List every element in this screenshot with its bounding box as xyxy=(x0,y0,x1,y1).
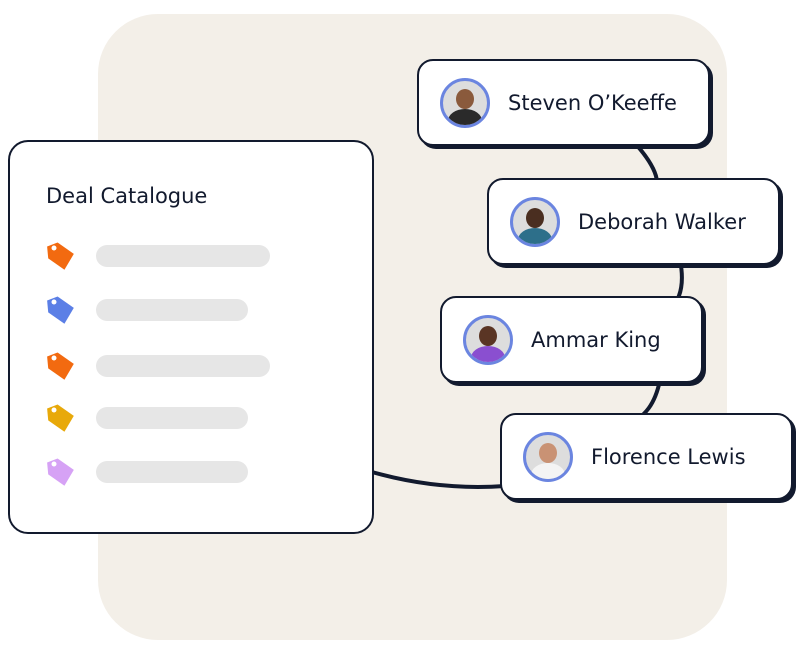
price-tag-icon xyxy=(47,458,74,486)
placeholder-bar xyxy=(96,245,270,267)
person-card-florence[interactable]: Florence Lewis xyxy=(500,413,793,500)
placeholder-bar xyxy=(96,461,248,483)
person-name: Ammar King xyxy=(531,327,661,352)
price-tag-icon xyxy=(47,296,74,324)
avatar xyxy=(523,431,573,482)
deal-catalogue-card: Deal Catalogue xyxy=(8,140,374,534)
person-name: Steven O’Keeffe xyxy=(508,90,677,115)
person-card-deborah[interactable]: Deborah Walker xyxy=(487,178,780,265)
person-name: Florence Lewis xyxy=(591,444,746,469)
price-tag-icon xyxy=(47,404,74,432)
price-tag-icon xyxy=(47,352,74,380)
placeholder-bar xyxy=(96,355,270,377)
avatar xyxy=(510,196,560,247)
price-tag-icon xyxy=(47,242,74,270)
avatar xyxy=(440,77,490,128)
person-card-ammar[interactable]: Ammar King xyxy=(440,296,703,383)
person-card-steven[interactable]: Steven O’Keeffe xyxy=(417,59,710,146)
avatar xyxy=(463,314,513,365)
placeholder-bar xyxy=(96,299,248,321)
person-name: Deborah Walker xyxy=(578,209,746,234)
placeholder-bar xyxy=(96,407,248,429)
catalogue-title: Deal Catalogue xyxy=(46,184,208,208)
